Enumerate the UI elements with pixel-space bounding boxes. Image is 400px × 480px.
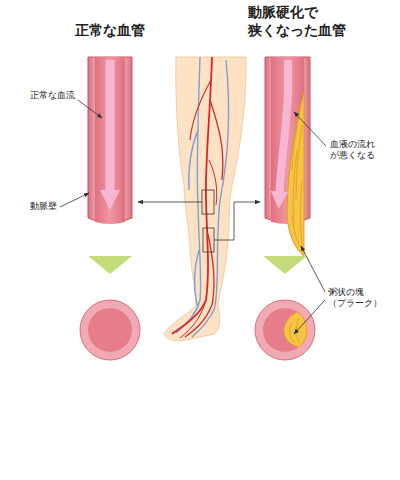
part-label: 正常な血流: [30, 90, 75, 101]
narrowed-vessel: [265, 57, 310, 256]
down-triangle: [88, 256, 132, 274]
normal-cross-section: [80, 300, 140, 360]
part-label: 血液の流れ が悪くなる: [330, 139, 375, 162]
down-triangle: [263, 256, 307, 274]
part-label: 動脈壁: [30, 201, 57, 212]
leader-lines: [60, 100, 326, 334]
normal-vessel: [88, 57, 132, 224]
vessel-heading: 正常な血管: [75, 22, 145, 40]
part-label: 粥状の塊 （プラーク）: [328, 287, 382, 310]
narrowed-cross-section: [255, 300, 315, 360]
vessel-heading: 動脈硬化で 狭くなった血管: [248, 4, 346, 39]
leg-illustration: [138, 57, 260, 341]
